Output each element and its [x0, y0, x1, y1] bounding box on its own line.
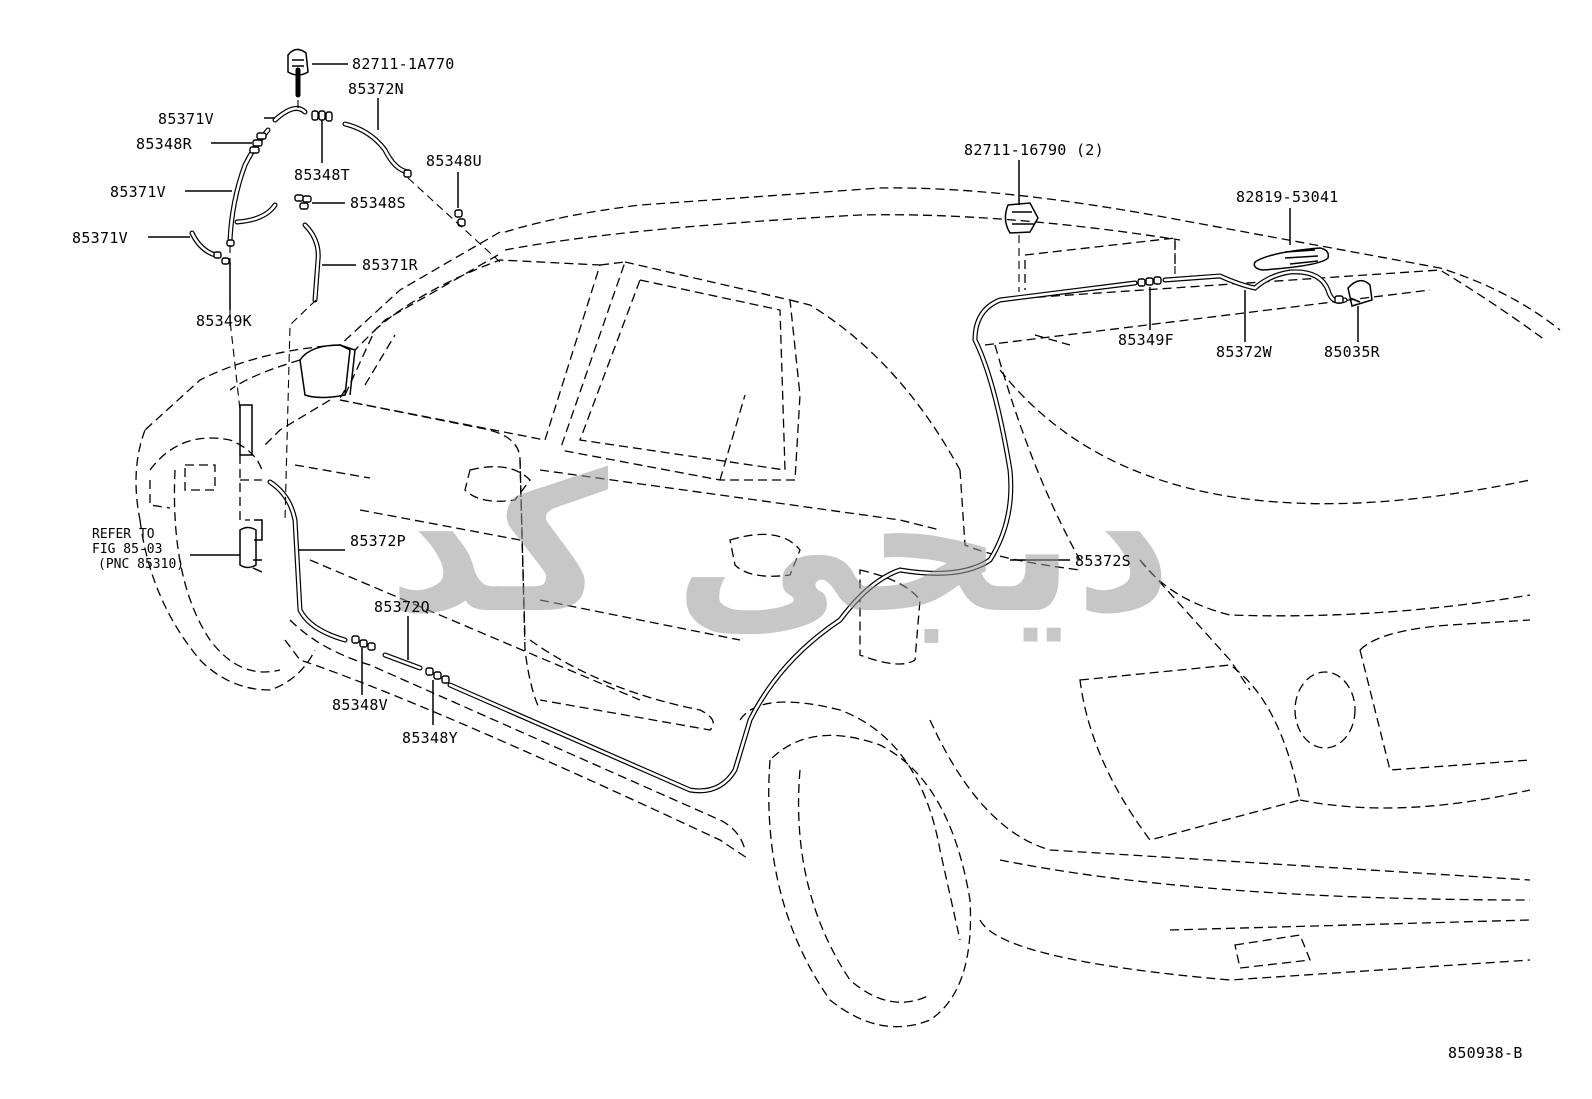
label-85372q: 85372Q [374, 598, 430, 616]
clip-roof-part [1004, 202, 1039, 234]
clip-top-part [287, 48, 309, 76]
car-body-outline [135, 187, 1561, 1028]
rear-nozzle-part [1347, 279, 1373, 307]
label-85372n: 85372N [348, 80, 404, 98]
label-85348t: 85348T [294, 166, 350, 184]
label-82711-1a770: 82711-1A770 [352, 55, 455, 73]
label-85372p: 85372P [350, 532, 406, 550]
label-85348u: 85348U [426, 152, 482, 170]
label-85371v-low: 85371V [72, 229, 128, 247]
washer-hose-routing [189, 67, 1348, 794]
refer-note-line2: FIG 85-03 [92, 542, 162, 557]
label-85371v-top: 85371V [158, 110, 214, 128]
label-82711-16790: 82711-16790 (2) [964, 141, 1104, 159]
guide-lines [229, 100, 1176, 521]
components [239, 48, 1373, 573]
label-85349f: 85349F [1118, 331, 1174, 349]
part-labels: 82711-1A770 85372N 85371V 85348R 85348T … [72, 55, 1381, 747]
diagram-code: 850938-B [1448, 1044, 1523, 1062]
label-85349k: 85349K [196, 312, 252, 330]
label-85348s: 85348S [350, 194, 406, 212]
watermark: دیجی کد [388, 434, 1172, 655]
label-85035r: 85035R [1324, 343, 1381, 361]
refer-note-line1: REFER TO [92, 527, 155, 542]
label-85348v: 85348V [332, 696, 388, 714]
label-85371r: 85371R [362, 256, 419, 274]
label-85371v-mid: 85371V [110, 183, 166, 201]
refer-note-line3: (PNC 85310) [98, 557, 184, 572]
washer-tank [239, 404, 263, 573]
label-85348r: 85348R [136, 135, 193, 153]
cover-part [1253, 247, 1330, 271]
hose-joints [213, 110, 1344, 684]
label-82819-53041: 82819-53041 [1236, 188, 1339, 206]
label-85348y: 85348Y [402, 729, 458, 747]
label-85372w: 85372W [1216, 343, 1273, 361]
refer-note: REFER TO FIG 85-03 (PNC 85310) [92, 527, 184, 572]
leader-lines [148, 63, 1359, 725]
label-85372s: 85372S [1075, 552, 1131, 570]
